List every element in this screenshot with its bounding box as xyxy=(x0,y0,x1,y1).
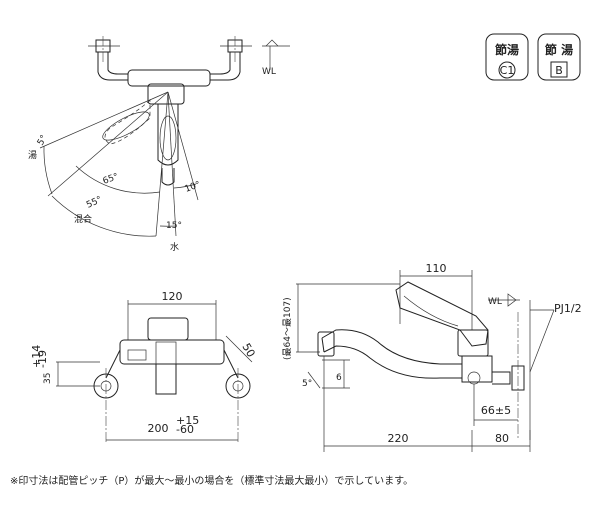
side-wl-label: WL xyxy=(488,297,502,307)
front-dim-35: 35 xyxy=(43,373,53,384)
front-dim-120: 120 xyxy=(162,290,183,303)
top-angle-5: 5° xyxy=(36,134,50,148)
front-dim-200-tol-bot: -60 xyxy=(176,423,194,436)
side-pj-label: PJ1/2 xyxy=(554,302,582,315)
badge-c1-bottom: C1 xyxy=(500,64,515,77)
side-dim-80: 80 xyxy=(495,432,509,445)
top-angle-10: 10° xyxy=(184,180,202,195)
front-dim-200-tol-top: +15 xyxy=(176,414,199,427)
setsuyu-c1-badge: 節湯 C1 xyxy=(485,33,529,81)
top-view: WL 5° 65° 55° 10° 15° 湯 混合 水 xyxy=(28,36,290,253)
front-view: 120 50 35 +14 -19 200 +15 -60 xyxy=(30,290,258,444)
front-dim-200: 200 xyxy=(148,422,169,435)
top-angle-65: 65° xyxy=(102,172,120,187)
label-mix: 混合 xyxy=(74,213,92,225)
label-cold: 水 xyxy=(170,241,179,253)
footnote: ※印寸法は配管ピッチ（P）が最大～最小の場合を（標準寸法最大最小）で示しています… xyxy=(10,476,414,487)
top-angle-55: 55° xyxy=(85,195,104,211)
side-dim-220: 220 xyxy=(388,432,409,445)
top-angle-15: 15° xyxy=(166,221,182,231)
badge-c1-top: 節湯 xyxy=(495,42,519,57)
top-wl-label: WL xyxy=(262,67,276,77)
setsuyu-b-badge: 節 湯 B xyxy=(537,33,581,81)
side-dim-range: (最64～最107) xyxy=(282,297,293,360)
side-dim-110: 110 xyxy=(426,262,447,275)
badge-b-top: 節 湯 xyxy=(545,42,573,57)
front-dim-50: 50 xyxy=(239,341,257,360)
front-dim-35-tol-top: +14 xyxy=(30,345,43,368)
side-view: 110 (最64～最107) WL PJ1/2 5° xyxy=(282,262,582,452)
badge-b-bottom: B xyxy=(555,64,563,77)
side-dim-66: 66±5 xyxy=(481,404,511,417)
side-dim-6: 6 xyxy=(336,373,342,383)
front-dim-35-tol-bot: -19 xyxy=(36,350,49,368)
side-angle-5: 5° xyxy=(302,379,312,389)
label-hot: 湯 xyxy=(28,150,37,161)
